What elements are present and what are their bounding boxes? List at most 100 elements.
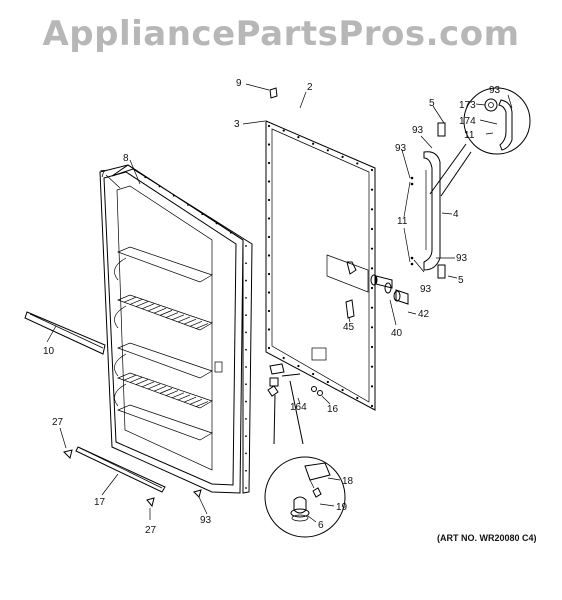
gasket-hole — [245, 314, 247, 317]
rack-wire — [183, 318, 197, 325]
panel-hole — [312, 142, 315, 145]
rack-wire — [153, 385, 167, 392]
callout-17: 17 — [94, 497, 106, 508]
panel-hole — [326, 380, 329, 384]
panel-hole — [297, 364, 300, 368]
panel-hole — [267, 124, 271, 128]
gasket-hole — [245, 348, 247, 351]
gasket-hole — [245, 400, 247, 403]
gasket-hole — [245, 296, 247, 299]
gasket-hole — [245, 383, 247, 386]
callout-93-bottom: 93 — [420, 284, 432, 295]
panel-hole — [267, 235, 271, 239]
panel-hole — [267, 161, 271, 165]
panel-hole — [267, 272, 271, 276]
handle-screw — [410, 262, 414, 266]
panel-hole — [356, 396, 359, 400]
panel-hole — [370, 286, 374, 290]
callout-27-bottom: 27 — [145, 525, 157, 536]
callout-8: 8 — [123, 153, 129, 164]
leader-lines — [46, 83, 513, 523]
panel-hole — [370, 188, 374, 191]
panel-hole — [370, 365, 374, 368]
panel-hole — [267, 346, 271, 350]
handle-screw — [410, 256, 414, 260]
panel-hole — [267, 309, 271, 313]
gasket-hole — [245, 487, 247, 489]
rack-wire — [165, 312, 179, 318]
callout-7: 7 — [100, 169, 106, 180]
rack-wire — [147, 305, 161, 312]
callout-42: 42 — [418, 309, 430, 320]
panel-hole — [312, 372, 315, 376]
rack-wire — [141, 303, 155, 310]
rack-wire — [189, 399, 203, 405]
rack-wire — [177, 316, 191, 323]
rack-wire — [135, 379, 149, 385]
panel-hole — [370, 385, 374, 388]
screws — [63, 87, 278, 508]
rack-wire — [195, 401, 209, 407]
rack-wire — [129, 377, 143, 383]
gasket-hole — [245, 262, 247, 265]
rack-wire — [123, 374, 137, 381]
callout-40: 40 — [391, 328, 403, 339]
callout-93-detail: 93 — [489, 85, 501, 96]
panel-hole — [267, 291, 271, 294]
panel-hole — [267, 143, 271, 146]
gasket-hole — [187, 204, 189, 206]
rack-wire — [189, 321, 203, 327]
panel-hole — [356, 162, 359, 165]
door-liner — [99, 164, 253, 494]
rack-wire — [171, 314, 185, 321]
rack-wire — [147, 383, 161, 390]
panel-hole — [341, 155, 344, 158]
rack-wire — [171, 392, 185, 399]
gasket-hole — [245, 279, 247, 282]
panel-hole — [370, 247, 374, 250]
callout-11-detail: 11 — [464, 130, 475, 141]
rack-wire — [159, 310, 173, 316]
panel-hole — [267, 198, 271, 202]
gasket-hole — [245, 417, 247, 420]
callout-5-top: 5 — [429, 98, 435, 109]
callout-4: 4 — [453, 209, 459, 220]
panel-hole — [267, 217, 271, 220]
watermark-logo: AppliancePartsPros.com — [42, 14, 520, 54]
bottom-bar — [75, 446, 166, 493]
hinge-small-parts — [267, 363, 323, 445]
callout-164: 164 — [290, 402, 307, 413]
rack-wire — [141, 381, 155, 388]
rack-wire — [135, 301, 149, 307]
panel-hole — [370, 326, 374, 329]
panel-hole — [326, 149, 329, 152]
panel-hole — [370, 208, 374, 211]
callout-45: 45 — [343, 322, 355, 333]
panel-hole — [370, 168, 374, 172]
callout-27-left: 27 — [52, 417, 64, 428]
callout-18: 18 — [342, 476, 354, 487]
gasket-hole — [201, 213, 204, 216]
shelf-bar — [24, 311, 106, 355]
rack-wire — [165, 390, 179, 396]
door-handle — [410, 151, 441, 271]
gasket-hole — [245, 245, 247, 247]
gasket-hole — [245, 366, 247, 368]
panel-hole — [370, 345, 374, 349]
callout-labels: 9 2 3 8 7 10 5 93 93 11 4 93 93 5 42 40 … — [43, 78, 501, 536]
gasket-hole — [229, 231, 232, 234]
gasket-hole — [215, 222, 218, 225]
gasket-hole — [245, 331, 247, 334]
rack-wire — [177, 394, 191, 401]
hinge-bracket-assembly — [326, 254, 409, 319]
callout-93-right: 93 — [456, 253, 468, 264]
door-panel — [265, 120, 376, 411]
panel-hole — [267, 254, 271, 257]
panel-hole — [267, 328, 271, 331]
panel-hole — [297, 136, 300, 139]
panel-hole — [370, 404, 374, 408]
rack-wire — [123, 296, 137, 303]
callout-9: 9 — [236, 78, 242, 89]
callout-10: 10 — [43, 346, 55, 357]
